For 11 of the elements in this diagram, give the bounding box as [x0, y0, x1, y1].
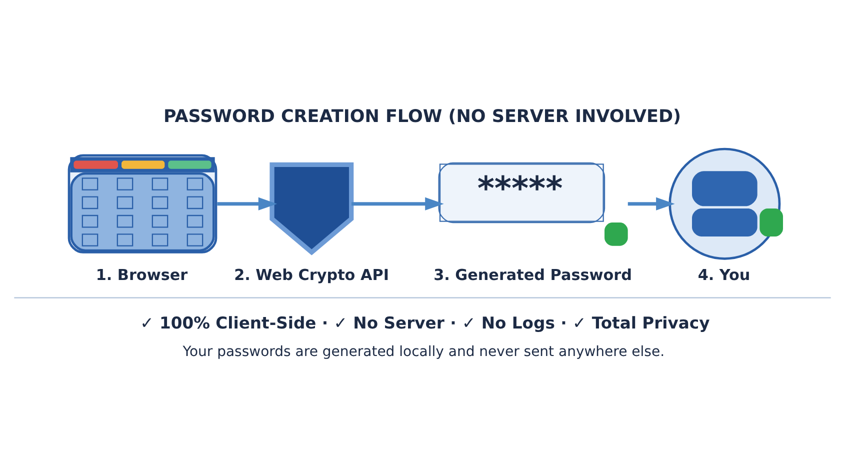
label: Your passwords are generated locally and never sent anywhere else. — [182, 344, 665, 360]
arrow — [217, 196, 278, 210]
diagram-title: PASSWORD CREATION FLOW (NO SERVER INVOLVED) — [164, 106, 681, 127]
node-label: 1. Browser — [96, 266, 188, 284]
arrow — [352, 196, 444, 210]
label: ✓ 100% Client-Side · ✓ No Server · ✓ No Logs · ✓ Total Privacy — [140, 312, 710, 332]
node-label: 4. You — [698, 266, 750, 284]
arrow — [628, 196, 675, 210]
node-label: 3. Generated Password — [434, 266, 632, 284]
node-shield — [270, 162, 354, 255]
node-label: 2. Web Crypto API — [234, 266, 389, 284]
